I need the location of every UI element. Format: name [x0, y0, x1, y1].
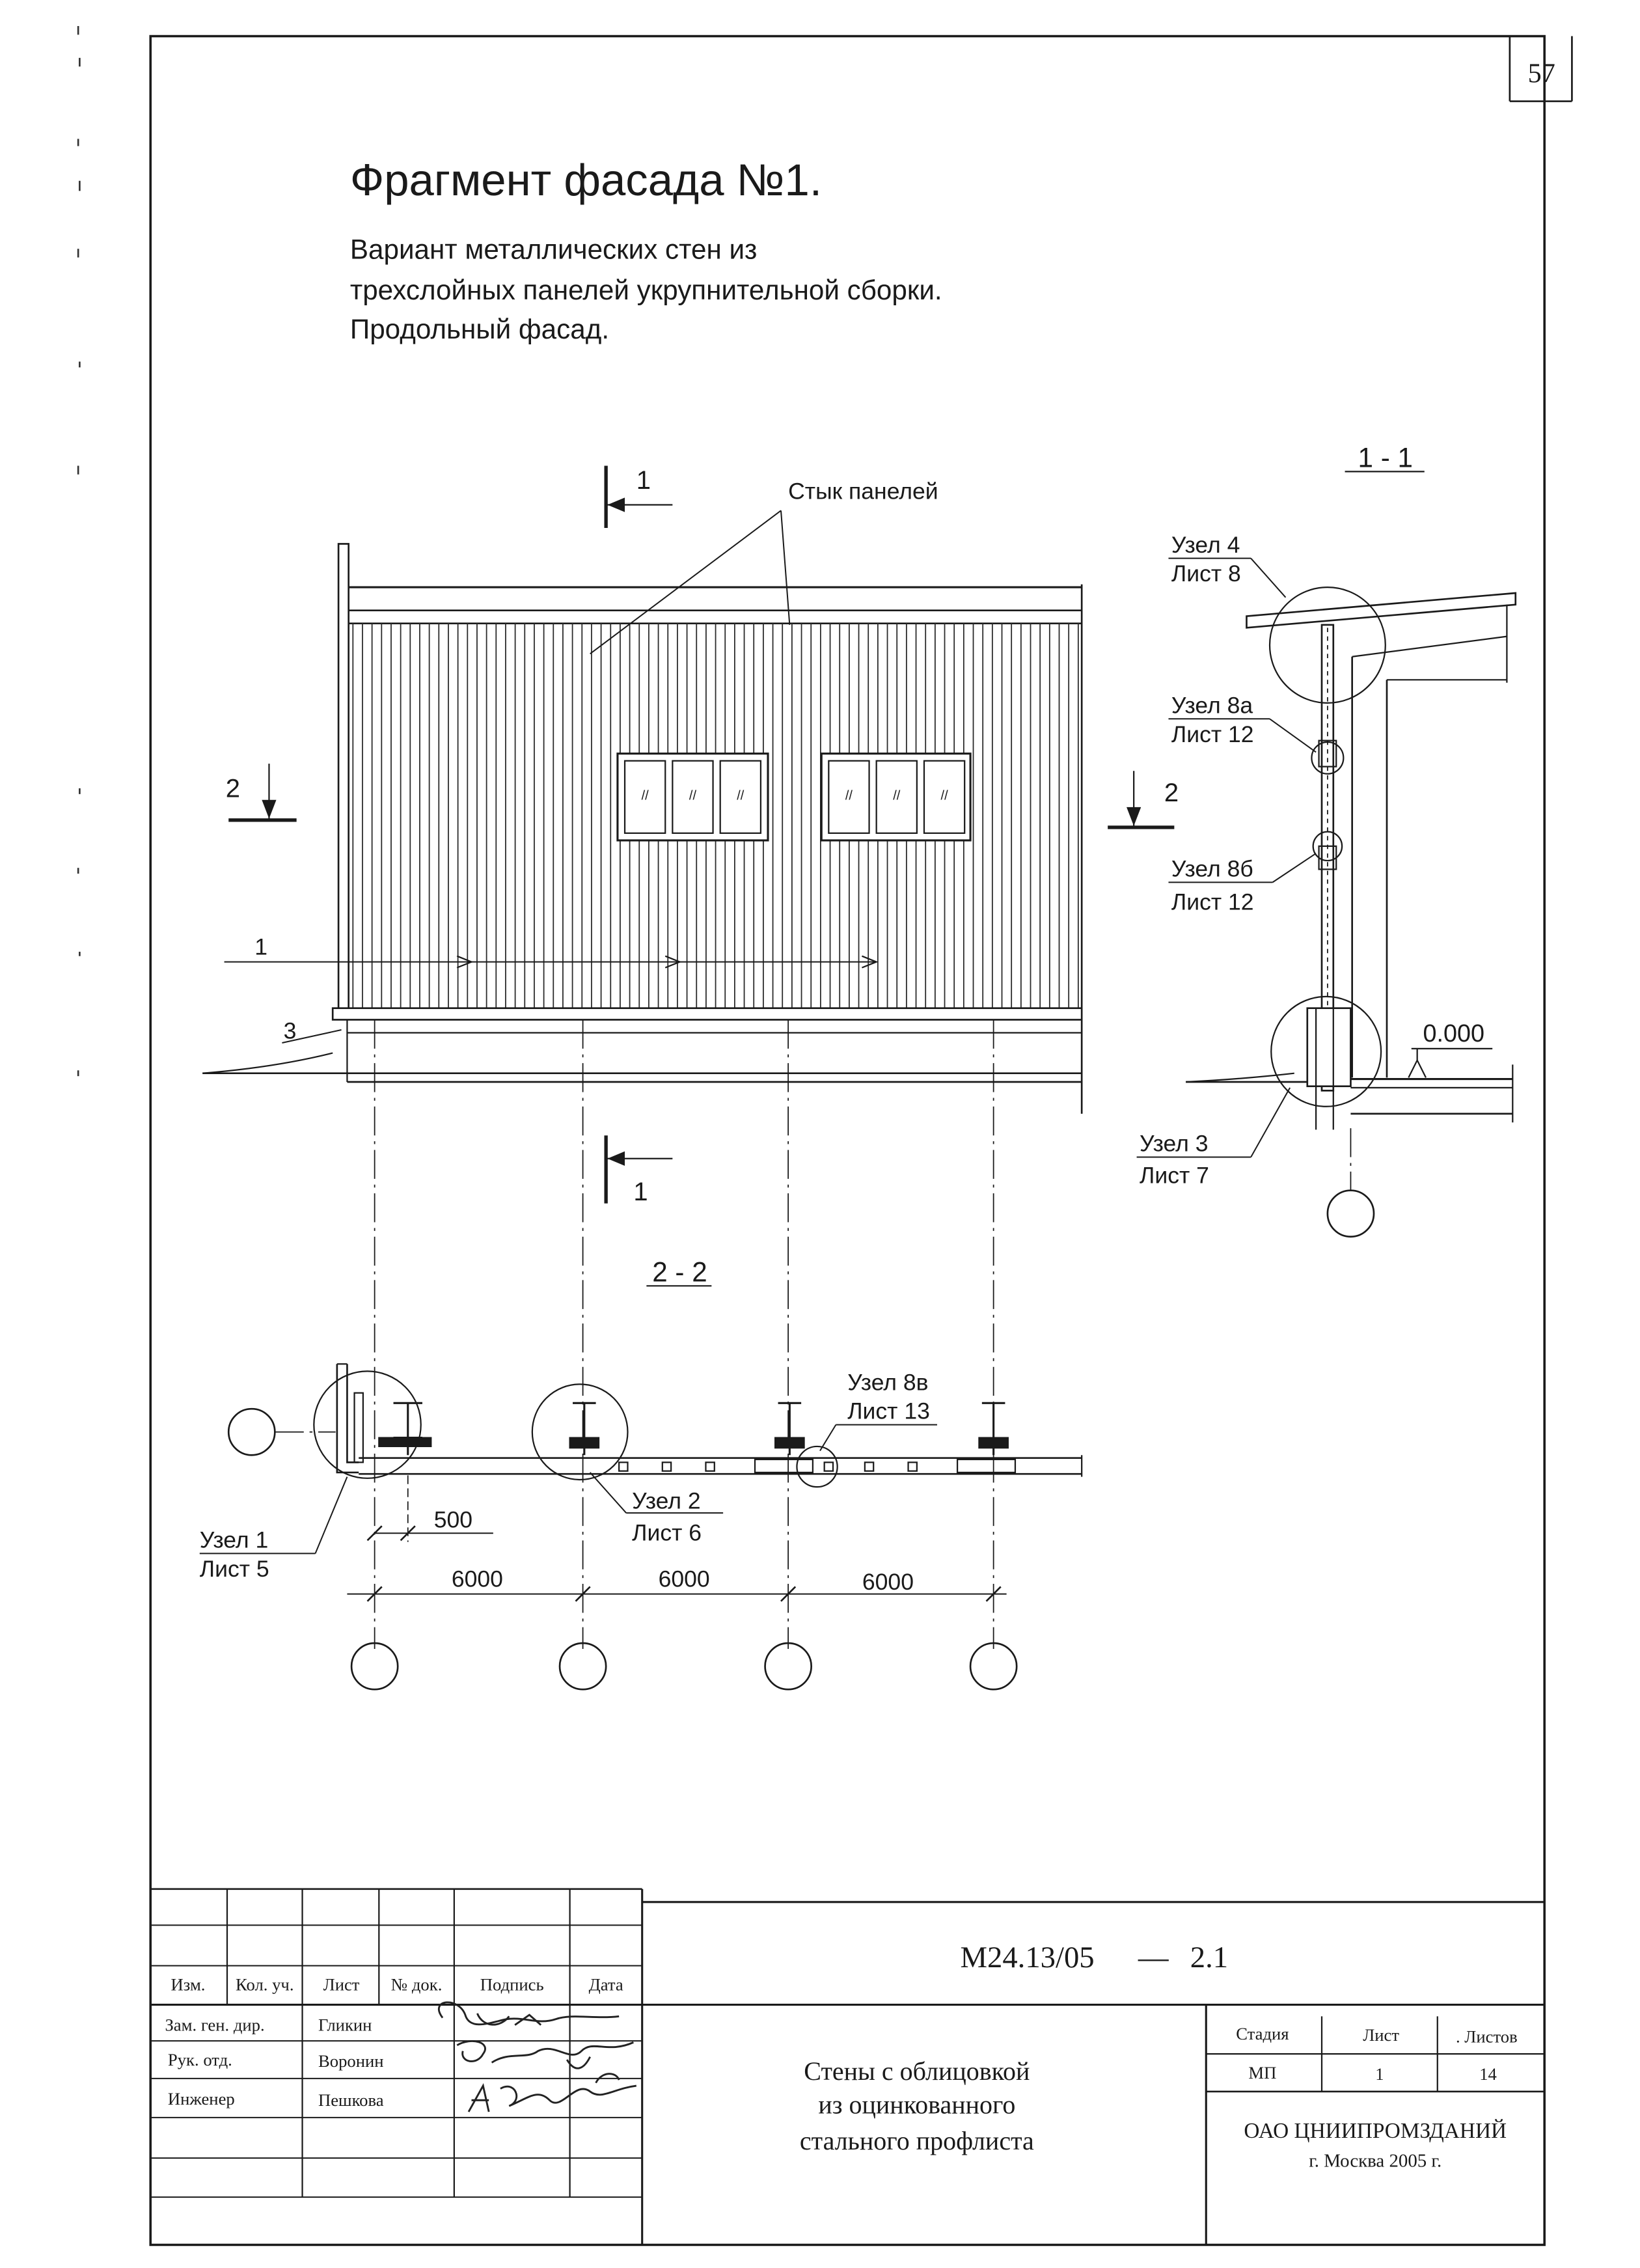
dimension-500: 500	[434, 1506, 472, 1532]
sheet-number-box: 57	[1509, 36, 1573, 102]
subtitle-line-1: Вариант металлических стен из	[350, 234, 758, 265]
stage-label: Стадия	[1236, 2024, 1289, 2043]
drawing-name-line-3: стального профлиста	[800, 2126, 1034, 2155]
node-8b-label: Узел 8б	[1171, 855, 1253, 881]
node-8a-sheet: Лист 12	[1171, 721, 1254, 747]
node-8a-label: Узел 8а	[1171, 692, 1253, 718]
node-8v-sheet: Лист 13	[847, 1398, 930, 1424]
sheets-value: 14	[1479, 2064, 1497, 2084]
window-left: // // //	[616, 753, 769, 842]
section-mark-top-label: 1	[636, 466, 651, 495]
organization-city-year: г. Москва 2005 г.	[1309, 2150, 1442, 2171]
sheet-frame	[149, 35, 1546, 2247]
role-dept-head: Рук. отд.	[168, 2050, 232, 2069]
section-mark-right-label: 2	[1164, 779, 1179, 807]
svg-text://: //	[689, 789, 697, 803]
subtitle-line-3: Продольный фасад.	[350, 314, 609, 344]
stage-value: МП	[1248, 2063, 1276, 2082]
name-voronin: Воронин	[318, 2051, 384, 2071]
organization-name: ОАО ЦНИИПРОМЗДАНИЙ	[1244, 2119, 1507, 2143]
binding-marks	[77, 25, 81, 1077]
header-doc-no: № док.	[391, 1974, 443, 1994]
name-peshkova: Пешкова	[318, 2090, 384, 2110]
subtitle-line-2: трехслойных панелей укрупнительной сборк…	[350, 275, 942, 305]
node-4-sheet: Лист 8	[1171, 560, 1241, 587]
sheet-label: Лист	[1363, 2025, 1399, 2045]
section-2-2-drawing	[199, 1285, 1083, 1691]
header-kol-uch: Кол. уч.	[236, 1974, 294, 1994]
header-izm: Изм.	[171, 1974, 206, 1994]
facade-elevation: // // // // // //	[202, 465, 1175, 1650]
page-title: Фрагмент фасада №1.	[350, 155, 822, 205]
drawing-name-line-1: Стены с облицовкой	[804, 2056, 1030, 2086]
header-signature: Подпись	[480, 1974, 544, 1994]
node-8b-sheet: Лист 12	[1171, 889, 1254, 915]
node-3-label: Узел 3	[1140, 1131, 1208, 1157]
dimension-6000-1: 6000	[452, 1566, 503, 1592]
node-3-sheet: Лист 7	[1140, 1163, 1209, 1189]
section-1-1-drawing	[1136, 471, 1517, 1238]
section-2-2-title: 2 - 2	[652, 1257, 707, 1288]
header-date: Дата	[589, 1974, 623, 1994]
node-2-label: Узел 2	[632, 1487, 700, 1514]
section-1-1-title: 1 - 1	[1358, 443, 1413, 473]
node-2-sheet: Лист 6	[632, 1519, 702, 1545]
doc-code-suffix: 2.1	[1190, 1941, 1228, 1974]
section-mark-bottom-label: 1	[633, 1178, 648, 1206]
window-right: // // //	[820, 753, 972, 842]
signatures	[437, 2001, 636, 2112]
svg-text://: //	[737, 789, 745, 803]
svg-text://: //	[845, 789, 853, 803]
sheet-number: 57	[1528, 59, 1555, 89]
sheets-label: . Листов	[1456, 2026, 1518, 2046]
title-block-grid	[150, 1888, 1545, 2245]
name-glikin: Гликин	[318, 2015, 372, 2035]
node-4-label: Узел 4	[1171, 532, 1240, 558]
panel-joint-label: Стык панелей	[788, 478, 938, 505]
callout-3: 3	[284, 1017, 297, 1044]
dimension-6000-3: 6000	[862, 1569, 914, 1595]
node-1-sheet: Лист 5	[200, 1556, 269, 1582]
doc-code-dash: —	[1138, 1941, 1169, 1974]
role-deputy-director: Зам. ген. дир.	[165, 2015, 264, 2035]
drawing-name-line-2: из оцинкованного	[818, 2090, 1015, 2119]
section-mark-left-label: 2	[226, 774, 240, 803]
sheet-value: 1	[1375, 2064, 1384, 2084]
svg-text://: //	[893, 789, 901, 803]
callout-1: 1	[254, 933, 267, 960]
svg-text://: //	[642, 789, 649, 803]
node-1-label: Узел 1	[200, 1527, 268, 1553]
role-engineer: Инженер	[168, 2089, 235, 2109]
doc-code: М24.13/05	[961, 1941, 1095, 1974]
elevation-mark: 0.000	[1423, 1020, 1485, 1047]
dimension-6000-2: 6000	[659, 1566, 710, 1592]
node-8v-label: Узел 8в	[847, 1369, 928, 1395]
header-list: Лист	[323, 1974, 360, 1994]
svg-text://: //	[941, 789, 949, 803]
